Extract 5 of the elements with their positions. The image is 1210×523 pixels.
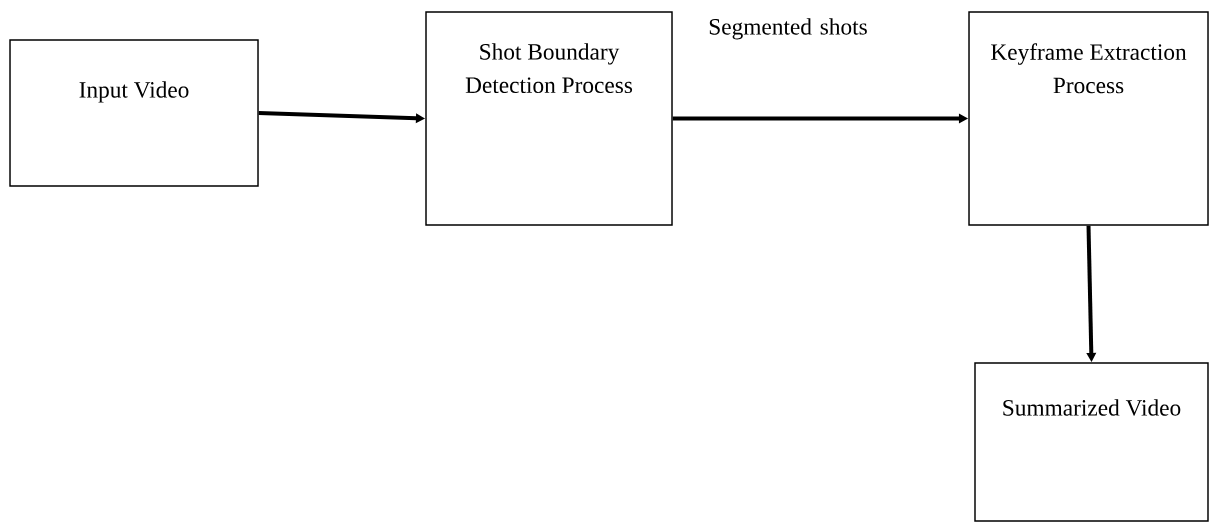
- process-box: Keyframe Extraction Process: [968, 11, 1209, 226]
- process-box: Summarized Video: [974, 362, 1209, 522]
- edge-label: Segmented shots: [709, 18, 867, 40]
- process-box: Input Video: [9, 39, 259, 187]
- process-box: Shot Boundary Detection Process: [425, 11, 673, 226]
